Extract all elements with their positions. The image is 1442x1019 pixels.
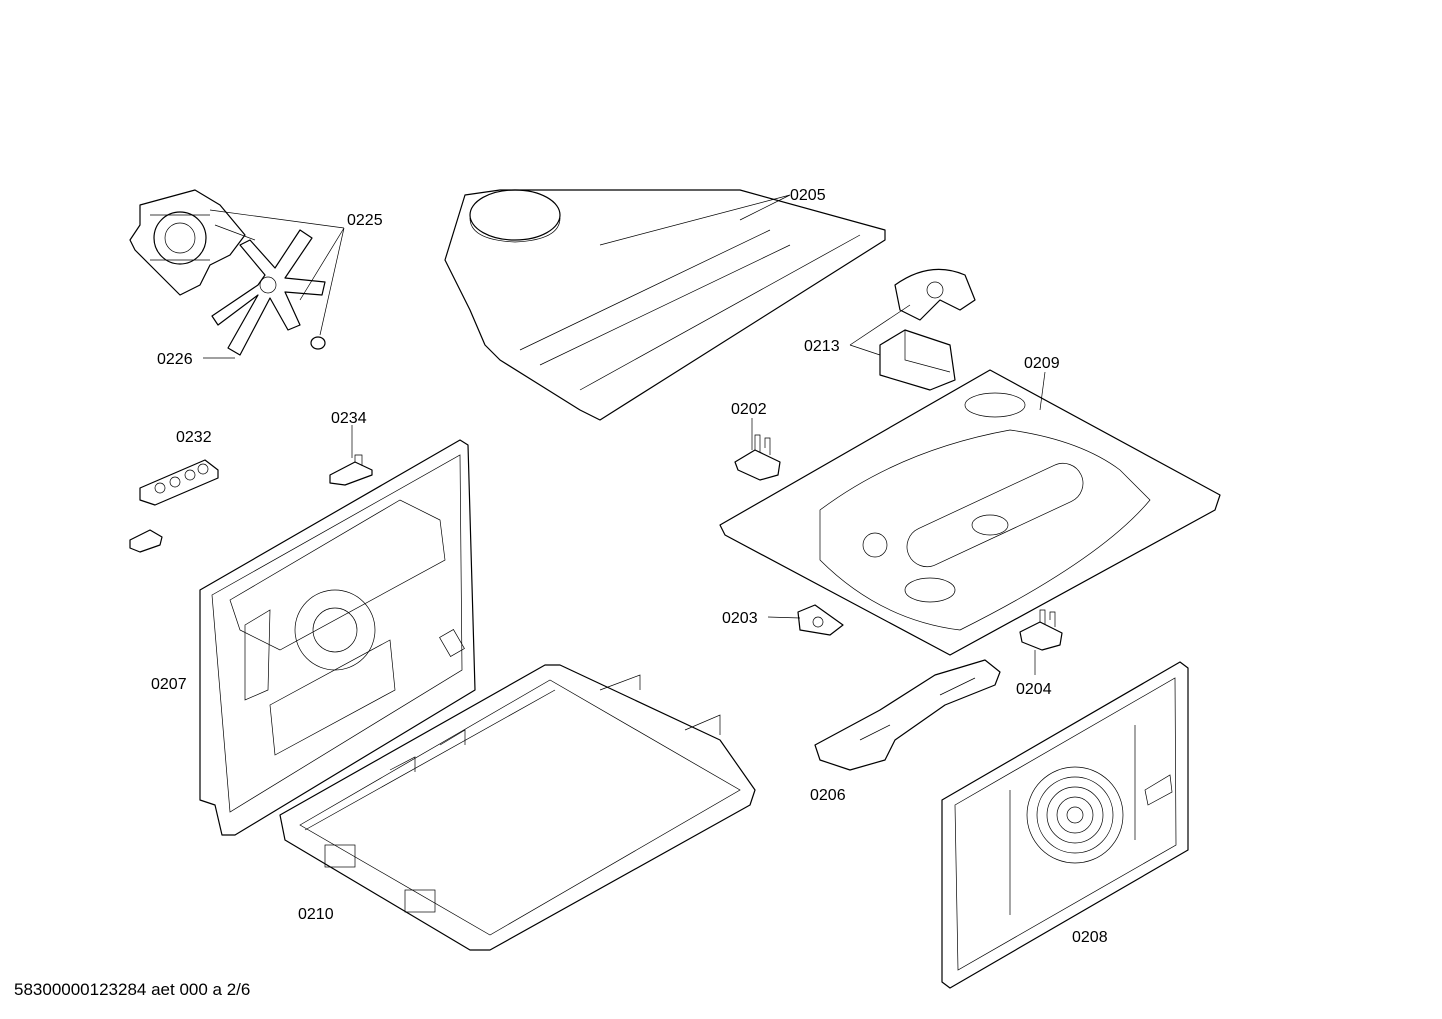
bracket-part-0203 (797, 604, 844, 636)
label-0232: 0232 (176, 429, 212, 446)
label-0203: 0203 (722, 610, 758, 627)
label-0213: 0213 (804, 338, 840, 355)
connector-part-0234 (329, 454, 373, 486)
label-0206: 0206 (810, 787, 846, 804)
label-0225: 0225 (347, 212, 383, 229)
clip-part (129, 529, 163, 553)
thermostat-part-0202 (734, 434, 781, 481)
label-0209: 0209 (1024, 355, 1060, 372)
label-0207: 0207 (151, 676, 187, 693)
label-0202: 0202 (731, 401, 767, 418)
label-0234: 0234 (331, 410, 367, 427)
air-duct-part (444, 189, 886, 421)
fan-motor-part (129, 189, 256, 296)
cooling-fan-motor-part (879, 268, 976, 391)
fan-blade-part (211, 229, 326, 356)
bottom-tray-part (279, 664, 756, 951)
thermostat-part-0204 (1019, 609, 1063, 651)
document-id-footer: 58300000123284 aet 000 a 2/6 (14, 980, 251, 999)
label-0204: 0204 (1016, 681, 1052, 698)
front-panel-part (941, 661, 1189, 989)
label-0205: 0205 (790, 187, 826, 204)
label-0208: 0208 (1072, 929, 1108, 946)
fan-nut-part (310, 336, 326, 350)
base-plate-part (719, 369, 1221, 656)
element-plate-part (814, 659, 1001, 771)
label-0210: 0210 (298, 906, 334, 923)
terminal-block-part (139, 459, 219, 506)
label-0226: 0226 (157, 351, 193, 368)
rear-wall-part (199, 439, 476, 836)
